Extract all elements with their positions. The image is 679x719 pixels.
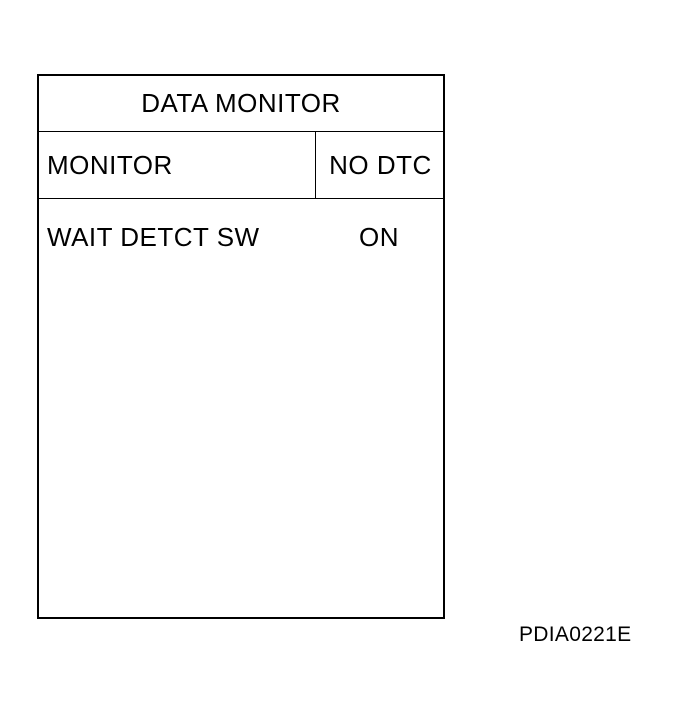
monitor-item-list: WAIT DETCT SW ON (39, 200, 443, 617)
data-monitor-screen: DATA MONITOR MONITOR NO DTC WAIT DETCT S… (37, 74, 445, 619)
monitor-item-row[interactable]: WAIT DETCT SW ON (39, 222, 443, 254)
monitor-item-name: WAIT DETCT SW (47, 222, 260, 252)
monitor-header-row: MONITOR NO DTC (39, 132, 443, 199)
dtc-status: NO DTC (329, 149, 432, 180)
screen-title: DATA MONITOR (39, 76, 443, 132)
figure-code: PDIA0221E (519, 623, 632, 646)
monitor-item-value: ON (359, 222, 399, 252)
monitor-label: MONITOR (39, 132, 316, 198)
